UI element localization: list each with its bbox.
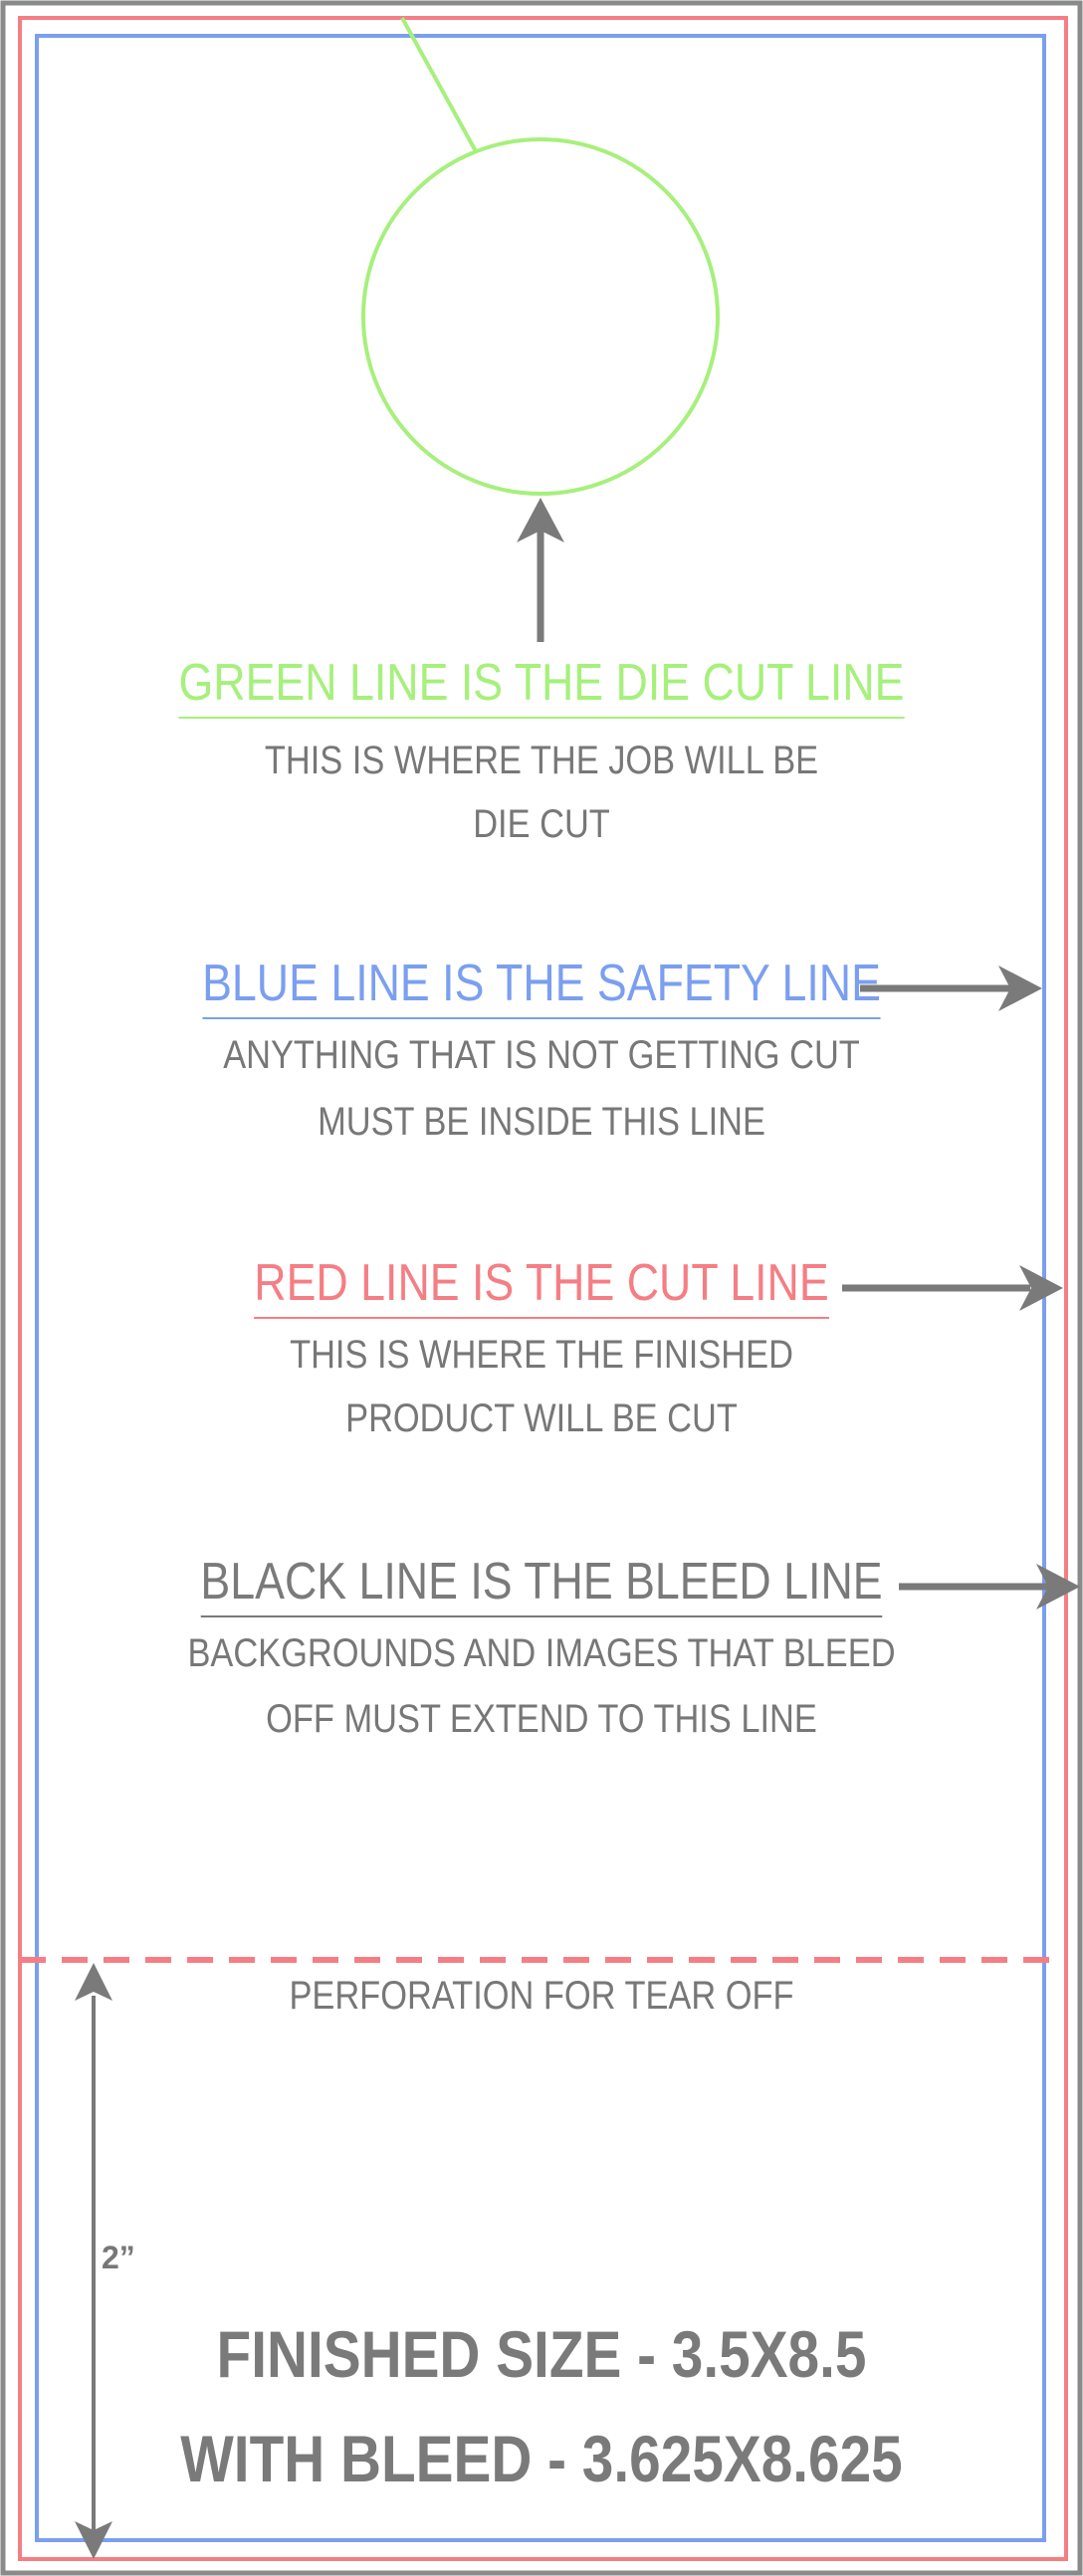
safety-description-line-2: MUST BE INSIDE THIS LINE: [318, 1100, 765, 1144]
die-cut-circle: [361, 137, 720, 496]
perforation-label: PERFORATION FOR TEAR OFF: [289, 1974, 794, 2018]
die-cut-description-line-1: THIS IS WHERE THE JOB WILL BE: [264, 739, 819, 782]
bleed-size: WITH BLEED - 3.625X8.625: [180, 2422, 903, 2495]
die-cut-description-line-2: DIE CUT: [473, 802, 610, 846]
safety-heading-text: BLUE LINE IS THE SAFETY LINE: [202, 954, 881, 1019]
cut-description-line-2: PRODUCT WILL BE CUT: [345, 1396, 738, 1440]
bleed-description-line-2: OFF MUST EXTEND TO THIS LINE: [266, 1697, 817, 1741]
cut-description-line-1: THIS IS WHERE THE FINISHED: [290, 1333, 793, 1377]
die-cut-slit: [400, 17, 478, 152]
safety-arrowhead: [998, 966, 1042, 1011]
die-cut-heading: GREEN LINE IS THE DIE CUT LINE: [76, 653, 1007, 719]
die-cut-arrowhead: [517, 498, 564, 542]
bleed-arrowhead: [1036, 1564, 1080, 1610]
dimension-label: 2”: [102, 2240, 135, 2275]
safety-description-line-1: ANYTHING THAT IS NOT GETTING CUT: [223, 1033, 860, 1077]
dimension-arrowhead-bottom: [75, 2521, 112, 2559]
bleed-description-line-1: BACKGROUNDS AND IMAGES THAT BLEED: [187, 1631, 896, 1675]
cut-heading-text: RED LINE IS THE CUT LINE: [254, 1253, 829, 1319]
cut-line: [18, 16, 1068, 2561]
cut-arrowhead: [1019, 1265, 1063, 1311]
bleed-heading: BLACK LINE IS THE BLEED LINE: [76, 1552, 1007, 1617]
dimension-arrowhead-top: [75, 1963, 112, 2001]
bleed-heading-text: BLACK LINE IS THE BLEED LINE: [200, 1552, 883, 1617]
safety-heading: BLUE LINE IS THE SAFETY LINE: [76, 954, 1007, 1019]
die-cut-heading-text: GREEN LINE IS THE DIE CUT LINE: [178, 653, 905, 719]
finished-size: FINISHED SIZE - 3.5X8.5: [216, 2317, 867, 2391]
cut-heading: RED LINE IS THE CUT LINE: [76, 1253, 1007, 1319]
